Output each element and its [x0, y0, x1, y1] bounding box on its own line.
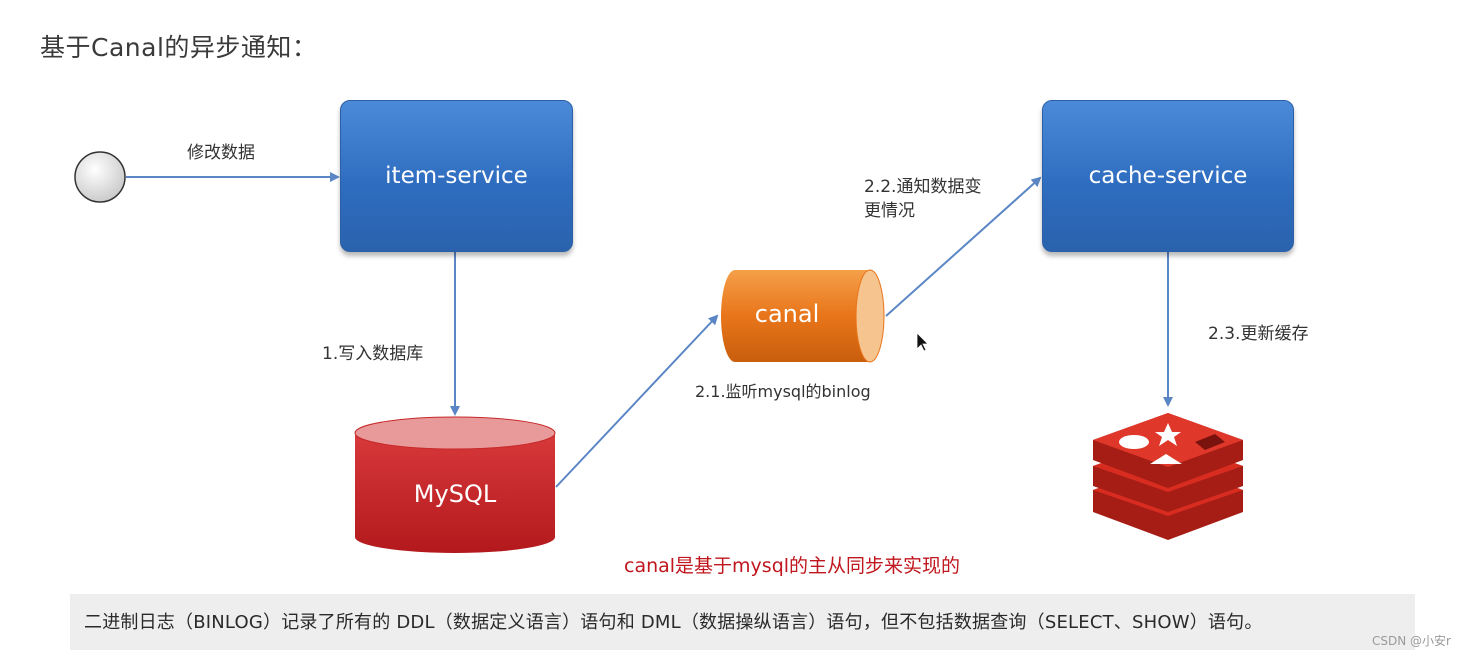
- edge-label-notify-change-line1: 2.2.通知数据变: [864, 177, 982, 197]
- edge-label-notify-change-line2: 更情况: [864, 201, 915, 221]
- canal-cylinder: [721, 269, 885, 363]
- edge-label-write-db: 1.写入数据库: [322, 344, 424, 364]
- footer-text: 二进制日志（BINLOG）记录了所有的 DDL（数据定义语言）语句和 DML（数…: [84, 612, 1263, 633]
- cursor-icon: [916, 332, 929, 352]
- watermark: CSDN @小安r: [1372, 634, 1451, 648]
- cache-service-label: cache-service: [1088, 163, 1248, 189]
- canal-label: canal: [754, 300, 820, 328]
- edge-label-listen-binlog: 2.1.监听mysql的binlog: [695, 382, 871, 401]
- edge-listen-binlog: [555, 314, 719, 488]
- mysql-label: MySQL: [413, 480, 497, 508]
- mysql-cylinder: [354, 416, 556, 553]
- item-service-box: item-service: [340, 100, 573, 252]
- edge-label-update-cache: 2.3.更新缓存: [1208, 324, 1309, 344]
- footer-banner: 二进制日志（BINLOG）记录了所有的 DDL（数据定义语言）语句和 DML（数…: [70, 594, 1415, 650]
- canal-note: canal是基于mysql的主从同步来实现的: [624, 555, 961, 577]
- item-service-label: item-service: [385, 163, 528, 189]
- edge-label-modify-data: 修改数据: [187, 143, 255, 163]
- cache-service-box: cache-service: [1042, 100, 1294, 252]
- redis-icon: [1093, 413, 1243, 540]
- page-title: 基于Canal的异步通知：: [40, 33, 318, 62]
- edge-notify-change: [885, 176, 1042, 317]
- start-node: [74, 151, 126, 203]
